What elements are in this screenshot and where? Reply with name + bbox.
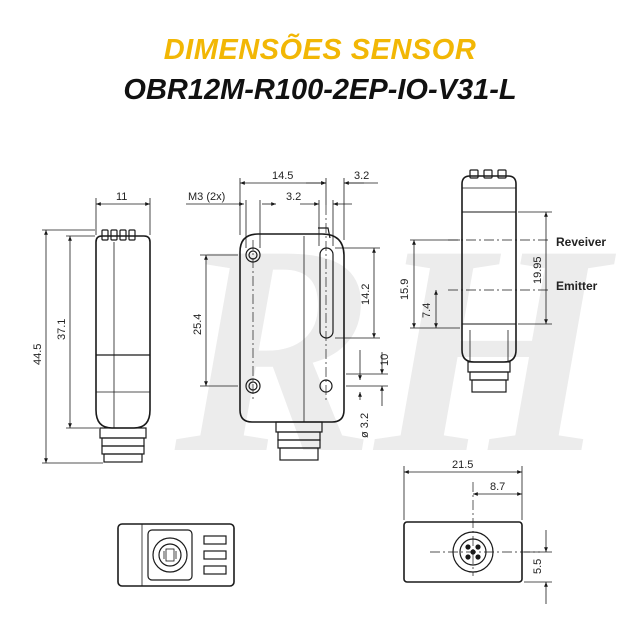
dim-front-width: 14.5 xyxy=(272,170,293,182)
label-receiver: Reveiver xyxy=(556,235,606,249)
dim-lens-height: 14.2 xyxy=(360,284,372,305)
model-number: OBR12M-R100-2EP-IO-V31-L xyxy=(123,74,517,106)
dim-hole-diameter: ø 3.2 xyxy=(359,413,371,438)
dim-emitter-total: 15.9 xyxy=(399,279,411,300)
dim-side-height-total: 44.5 xyxy=(32,344,44,365)
watermark-logo: RH xyxy=(170,183,619,515)
top-view xyxy=(117,523,235,587)
page-title: DIMENSÕES SENSOR xyxy=(163,34,477,66)
dim-lens-total: 19.95 xyxy=(532,256,544,284)
dim-emitter-offset: 7.4 xyxy=(421,303,433,318)
bottom-view xyxy=(403,466,552,604)
dim-side-width: 11 xyxy=(116,191,127,203)
dim-bottom-width: 21.5 xyxy=(452,459,473,471)
dim-front-right-offset: 3.2 xyxy=(354,170,369,182)
front-view xyxy=(186,178,388,461)
dim-side-height-body: 37.1 xyxy=(56,319,68,340)
dim-mount-holes: M3 (2x) xyxy=(188,191,225,203)
dim-hole-spacing: 25.4 xyxy=(192,314,204,335)
dim-hole-offset: 3.2 xyxy=(286,191,301,203)
side-view xyxy=(42,198,151,464)
right-view xyxy=(410,169,552,393)
dim-bottom-height: 5.5 xyxy=(532,559,544,574)
dim-lower-offset: 10 xyxy=(379,354,391,366)
dim-connector-offset: 8.7 xyxy=(490,481,505,493)
label-emitter: Emitter xyxy=(556,279,598,293)
